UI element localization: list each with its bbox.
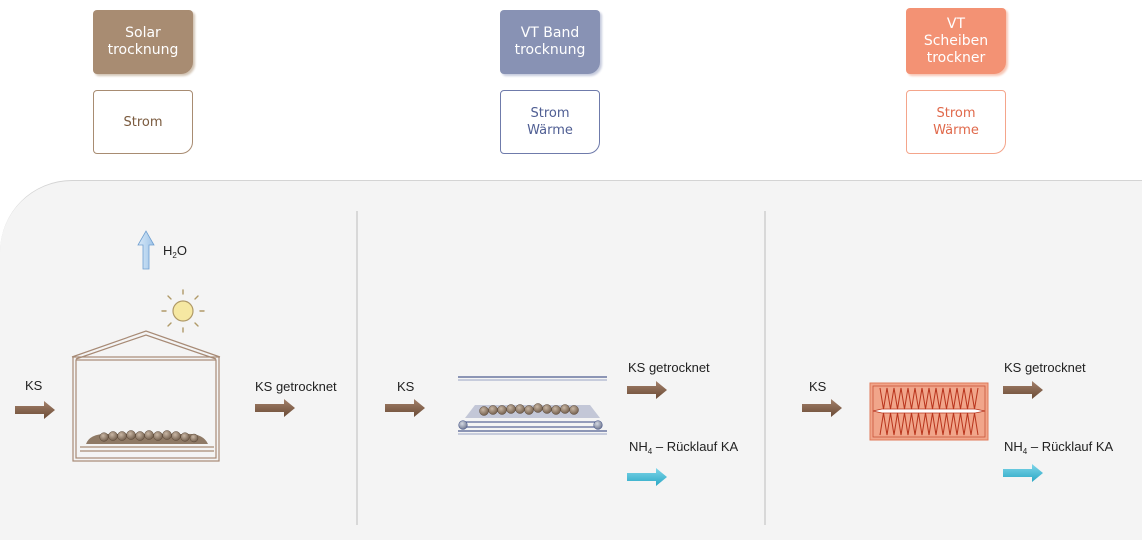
- disc-nh4-arrow-icon: [1003, 464, 1043, 482]
- solar-energy-box: Strom: [93, 90, 193, 154]
- disc-input-label: KS: [809, 379, 827, 394]
- process-panel: H2O KS KS getrocknet KS KS getrocknet NH…: [0, 180, 1142, 540]
- belt-input-label: KS: [397, 379, 415, 394]
- disc-energy-box: Strom Wärme: [906, 90, 1006, 154]
- belt-drying-title: VT Band trocknung: [500, 10, 600, 74]
- belt-sludge-balls: [479, 403, 579, 416]
- disc-nh4-label: NH4 – Rücklauf KA: [1004, 439, 1114, 456]
- disc-nh4-main: NH: [1004, 439, 1023, 454]
- greenhouse-icon: [71, 330, 221, 462]
- vapor-label-subscript: 2: [172, 251, 177, 260]
- belt-nh4-arrow-icon: [627, 468, 667, 486]
- disc-nh4-rest: – Rücklauf KA: [1027, 439, 1114, 454]
- vapor-label: H2O: [163, 243, 187, 260]
- sun-icon: [161, 289, 205, 333]
- disc-nh4-subscript: 4: [1022, 447, 1028, 456]
- solar-drying-title: Solar trocknung: [93, 10, 193, 74]
- disc-dryer-icon: [869, 382, 989, 441]
- solar-output-label: KS getrocknet: [255, 379, 337, 394]
- belt-output-label: KS getrocknet: [628, 360, 710, 375]
- belt-nh4-label: NH4 – Rücklauf KA: [629, 439, 739, 456]
- sludge-balls: [99, 430, 199, 443]
- disc-output-arrow-icon: [1003, 381, 1043, 399]
- disc-input-arrow-icon: [802, 399, 842, 417]
- solar-input-label: KS: [25, 378, 43, 393]
- belt-dryer-icon: [458, 376, 607, 435]
- belt-output-arrow-icon: [627, 381, 667, 399]
- disc-output-label: KS getrocknet: [1004, 360, 1086, 375]
- belt-input-arrow-icon: [385, 399, 425, 417]
- solar-input-arrow-icon: [15, 401, 55, 419]
- belt-nh4-subscript: 4: [647, 447, 653, 456]
- solar-output-arrow-icon: [255, 399, 295, 417]
- disc-dryer-title: VT Scheiben trockner: [906, 8, 1006, 74]
- vapor-label-o: O: [176, 243, 187, 258]
- belt-nh4-rest: – Rücklauf KA: [652, 439, 739, 454]
- process-diagram: [15, 211, 1043, 525]
- belt-energy-box: Strom Wärme: [500, 90, 600, 154]
- vapor-arrow-icon: [137, 230, 155, 270]
- vapor-label-h: H: [163, 243, 173, 258]
- belt-nh4-main: NH: [629, 439, 648, 454]
